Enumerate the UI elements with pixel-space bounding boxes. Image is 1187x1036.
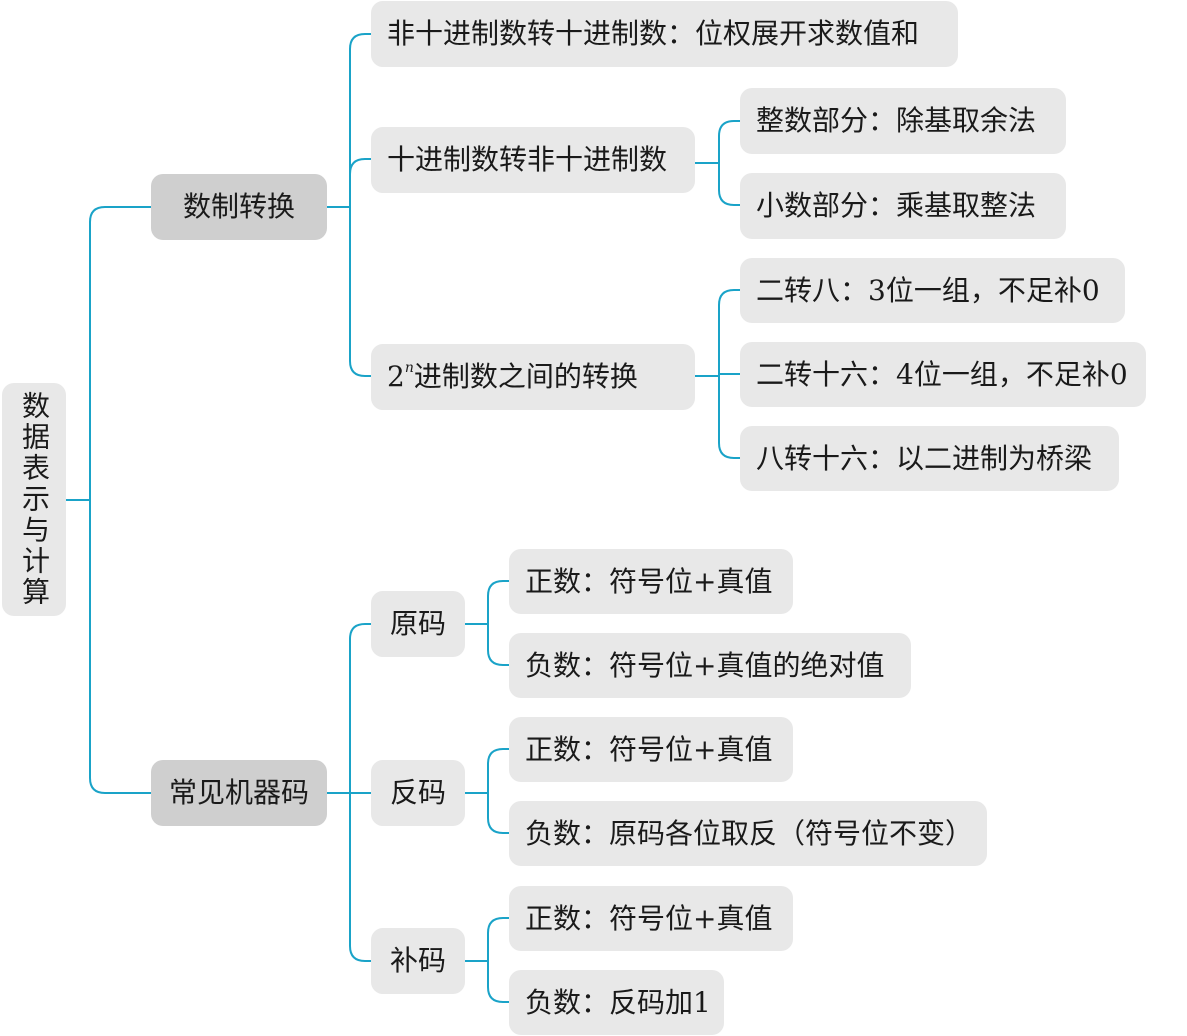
root-label: 数据表示与计算 (18, 391, 51, 608)
machine-code-label: 常见机器码 (168, 776, 309, 809)
ones-complement-positive-label: 正数：符号位+真值 (525, 732, 773, 766)
oct-to-hex-node: 八转十六：以二进制为桥梁 (740, 426, 1119, 491)
dec-to-non-label: 十进制数转非十进制数 (387, 143, 668, 176)
integer-part-label: 整数部分：除基取余法 (756, 104, 1037, 137)
sign-magnitude-negative-label: 负数：符号位+真值的绝对值 (525, 648, 885, 682)
connector-ones-complement (464, 748, 510, 834)
oct-to-hex-label: 八转十六：以二进制为桥梁 (756, 441, 1093, 475)
bin-to-hex-label: 二转十六：4位一组，不足补0 (756, 357, 1128, 391)
ones-complement-negative-node: 负数：原码各位取反（符号位不变） (509, 801, 987, 866)
bin-to-oct-node: 二转八：3位一组，不足补0 (740, 258, 1125, 323)
bin-to-hex-node: 二转十六：4位一组，不足补0 (740, 342, 1146, 407)
sign-magnitude-positive-node: 正数：符号位+真值 (509, 549, 793, 614)
power-base: 2 (387, 360, 405, 393)
ones-complement-label: 反码 (389, 776, 446, 809)
sign-magnitude-node: 原码 (371, 591, 465, 657)
connector-root (65, 206, 152, 794)
ones-complement-negative-label: 负数：原码各位取反（符号位不变） (525, 816, 974, 850)
connector-conversion (326, 33, 372, 377)
fraction-part-label: 小数部分：乘基取整法 (756, 189, 1037, 222)
twos-complement-negative-node: 负数：反码加1 (509, 970, 724, 1035)
ones-complement-positive-node: 正数：符号位+真值 (509, 717, 793, 782)
power-suffix: 进制数之间的转换 (413, 360, 638, 393)
connector-sign-magnitude (464, 580, 510, 666)
connector-twos-complement (464, 917, 510, 1003)
bin-to-oct-label: 二转八：3位一组，不足补0 (756, 273, 1100, 307)
integer-part-node: 整数部分：除基取余法 (740, 88, 1066, 154)
root-node: 数据表示与计算 (2, 383, 66, 616)
fraction-part-node: 小数部分：乘基取整法 (740, 173, 1066, 239)
non-to-dec-node: 非十进制数转十进制数：位权展开求数值和 (371, 1, 958, 67)
twos-complement-negative-label: 负数：反码加1 (525, 985, 711, 1019)
dec-to-non-node: 十进制数转非十进制数 (371, 127, 695, 193)
connector-machine-code (326, 623, 372, 962)
machine-code-node: 常见机器码 (151, 760, 327, 826)
power-of-two-node: 2n进制数之间的转换 (371, 344, 695, 410)
conversion-node: 数制转换 (151, 174, 327, 240)
twos-complement-positive-node: 正数：符号位+真值 (509, 886, 793, 951)
sign-magnitude-positive-label: 正数：符号位+真值 (525, 564, 773, 598)
connector-dec-to-non (694, 120, 741, 206)
twos-complement-positive-label: 正数：符号位+真值 (525, 901, 773, 935)
twos-complement-node: 补码 (371, 928, 465, 994)
connector-power-of-two (694, 289, 741, 459)
ones-complement-node: 反码 (371, 760, 465, 826)
power-exponent: n (404, 359, 414, 376)
sign-magnitude-negative-node: 负数：符号位+真值的绝对值 (509, 633, 911, 698)
twos-complement-label: 补码 (389, 944, 446, 977)
non-to-dec-label: 非十进制数转十进制数：位权展开求数值和 (387, 17, 920, 50)
sign-magnitude-label: 原码 (389, 607, 446, 640)
conversion-label: 数制转换 (182, 190, 295, 223)
power-of-two-label: 2n进制数之间的转换 (387, 359, 638, 393)
